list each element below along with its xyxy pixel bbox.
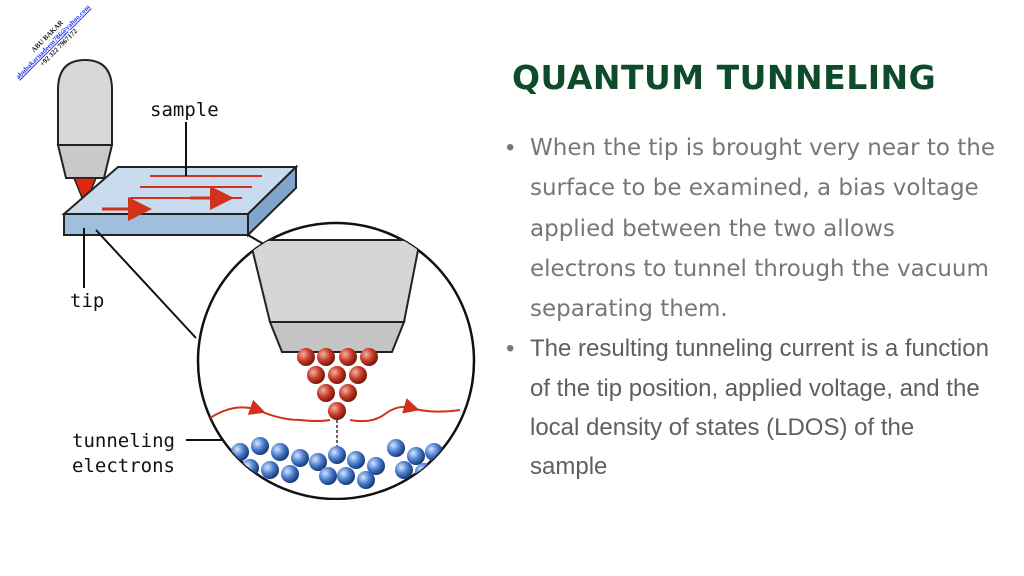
stm-diagram: sample tip tunneling electrons xyxy=(56,58,476,500)
label-electrons: electrons xyxy=(72,455,175,477)
bullet-list: • When the tip is brought very near to t… xyxy=(506,128,996,487)
label-tip: tip xyxy=(70,290,104,312)
slide-title: QUANTUM TUNNELING xyxy=(512,58,937,97)
sample-slab xyxy=(61,164,299,238)
bullet-text: The resulting tunneling current is a fun… xyxy=(530,335,989,481)
label-tunneling: tunneling xyxy=(72,430,175,452)
bullet-item: • The resulting tunneling current is a f… xyxy=(506,329,996,486)
bullet-marker: • xyxy=(506,335,515,363)
magnified-view xyxy=(196,221,476,500)
tip-atoms xyxy=(297,348,378,420)
bullet-marker: • xyxy=(506,134,515,161)
bullet-item: • When the tip is brought very near to t… xyxy=(506,128,996,329)
label-sample: sample xyxy=(150,99,219,121)
probe xyxy=(56,58,114,207)
bullet-text: When the tip is brought very near to the… xyxy=(530,135,995,323)
